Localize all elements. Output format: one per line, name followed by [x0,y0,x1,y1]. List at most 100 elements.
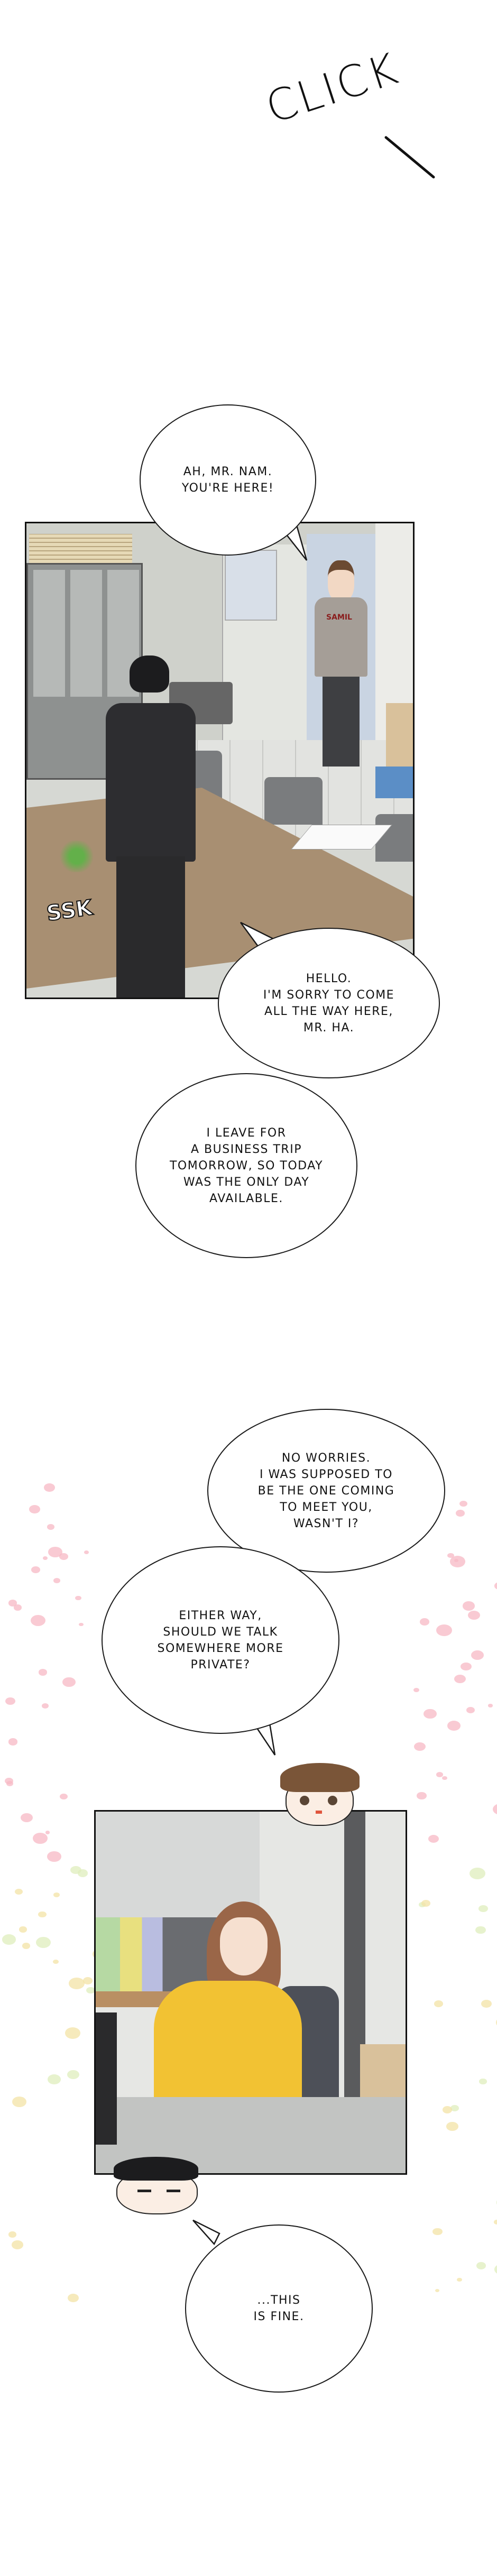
flower-petal [53,1960,59,1964]
speech-bubble: I LEAVE FOR A BUSINESS TRIP TOMORROW, SO… [135,1073,357,1258]
flower-petal [65,2027,80,2039]
flower-petal [43,1483,56,1492]
speech-bubble: AH, MR. NAM. YOU'RE HERE! [140,404,316,556]
flower-petal [456,1510,465,1517]
flower-petal [53,1577,61,1583]
flower-petal [488,1704,493,1707]
flower-petal [42,1703,49,1709]
flower-petal [447,1553,454,1558]
speech-bubble: ...THIS IS FINE. [185,2224,373,2393]
flower-petal [424,1709,437,1719]
window [225,550,277,621]
flower-petal [492,1803,497,1815]
flower-petal [60,1793,68,1799]
flower-petal [47,1524,55,1530]
flower-petal [443,2106,453,2113]
folding-chair [264,777,323,825]
flower-petal [35,1936,51,1948]
flower-petal [421,1900,431,1907]
flower-petal [466,1706,475,1713]
flower-petal [436,1624,452,1636]
storage-boxes [386,703,413,767]
flower-petal [30,1614,45,1627]
blue-box [375,767,413,798]
flower-petal [496,2017,497,2028]
flower-petal [5,1697,16,1705]
yellow-sweater [154,1981,302,2108]
mr-nam-chibi-head [278,1763,362,1826]
flower-petal [47,1851,61,1862]
bubble-text: NO WORRIES. I WAS SUPPOSED TO BE THE ONE… [257,1451,395,1530]
flower-petal [69,1978,85,1990]
bubble-text: HELLO. I'M SORRY TO COME ALL THE WAY HER… [263,972,395,1035]
flower-petal [48,1546,63,1558]
flower-petal [12,2096,26,2107]
flower-petal [31,1566,41,1573]
flower-petal [493,2219,497,2224]
speech-bubble: EITHER WAY, SHOULD WE TALK SOMEWHERE MOR… [102,1546,339,1734]
mr-ha-chibi-head [111,2157,201,2215]
flower-petal [435,2289,439,2293]
folding-chair [375,814,413,862]
flower-petal [75,1595,81,1601]
woman-face [220,1917,268,1975]
mr-ha-figure [100,655,201,998]
flower-petal [2,1934,16,1945]
flower-petal [13,1604,22,1611]
flower-petal [67,2293,79,2302]
flower-petal [83,1977,93,1984]
flower-petal [38,1911,47,1918]
flower-petal [476,2262,486,2269]
flower-petal [11,2240,24,2250]
flower-petal [38,1669,48,1676]
flower-petal [62,1677,76,1687]
flower-petal [45,1831,50,1834]
flower-petal [454,1674,466,1684]
flower-petal [450,2105,459,2111]
flower-petal [481,1999,492,2008]
flower-petal [475,1926,486,1934]
flower-petal [20,1813,33,1822]
flower-petal [442,1776,448,1780]
speech-bubble: NO WORRIES. I WAS SUPPOSED TO BE THE ONE… [207,1409,445,1573]
speech-bubble: HELLO. I'M SORRY TO COME ALL THE WAY HER… [218,928,440,1078]
flower-petal [8,2231,17,2238]
flower-petal [53,1892,60,1897]
flower-petal [22,1943,31,1949]
bubble-text: AH, MR. NAM. YOU'RE HERE! [181,465,274,495]
flower-petal [428,1834,439,1843]
flower-petal [479,2079,487,2084]
flower-petal [413,1687,419,1692]
panel-meeting-room: SAMIL SSK [25,522,415,999]
bubble-text: I LEAVE FOR A BUSINESS TRIP TOMORROW, SO… [169,1126,324,1205]
flower-petal [494,2264,497,2275]
flower-petal [468,1610,481,1620]
flower-petal [434,2000,444,2008]
panel-office-desk [94,1810,407,2175]
flower-petal [47,2074,61,2085]
flower-petal [32,1833,48,1844]
flower-petal [461,1662,472,1671]
flower-petal [446,2122,458,2131]
bubble-text: ...THIS IS FINE. [253,2294,305,2323]
flower-petal [67,2070,79,2080]
mr-nam-figure: SAMIL [312,560,370,772]
plant-bouquet [58,841,95,872]
monitor [96,2012,117,2145]
flower-petal [79,1622,84,1627]
flower-petal [59,1553,69,1560]
flower-petal [447,1721,461,1731]
flower-petal [417,1792,427,1800]
flower-petal [436,1772,443,1777]
flower-petal [470,1868,485,1880]
flower-petal [86,1987,96,1994]
flower-petal [459,1500,467,1507]
flower-petal [78,1869,88,1877]
click-sound-effect: CLICK [260,43,406,134]
flower-petal [463,1601,475,1611]
bubble-tail [192,2219,220,2246]
file-boxes [29,534,132,563]
flower-petal [457,2277,463,2282]
flower-petal [494,1582,497,1590]
